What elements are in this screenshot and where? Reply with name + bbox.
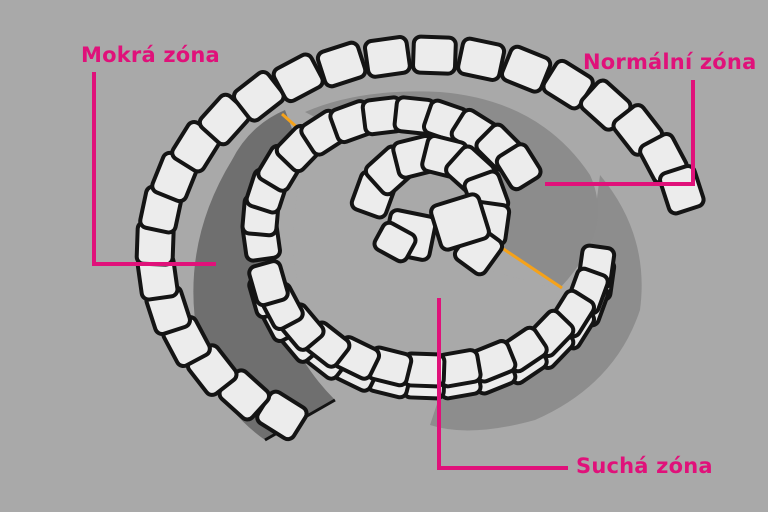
stone-74 — [372, 220, 418, 264]
stone-16 — [456, 36, 507, 82]
stone-17 — [499, 44, 553, 94]
spiral-shadow — [430, 175, 642, 431]
stone-22 — [658, 163, 706, 216]
stone-50 — [247, 259, 290, 308]
stone-15 — [411, 34, 458, 76]
stone-63 — [494, 142, 543, 192]
dry-zone-callout-line — [437, 298, 568, 470]
normal-zone-area — [305, 91, 598, 288]
stone-12 — [271, 52, 325, 104]
dry-zone-label: Suchá zóna — [576, 454, 713, 478]
stone-14 — [363, 35, 412, 79]
normal-zone-label: Normální zóna — [583, 50, 757, 74]
stone-73 — [429, 192, 491, 252]
wet-zone-callout-line — [92, 72, 216, 266]
stone-13 — [315, 40, 368, 89]
callout-lines — [92, 72, 695, 470]
normal-zone-callout-line — [545, 80, 695, 186]
wet-zone-label: Mokrá zóna — [81, 43, 220, 67]
